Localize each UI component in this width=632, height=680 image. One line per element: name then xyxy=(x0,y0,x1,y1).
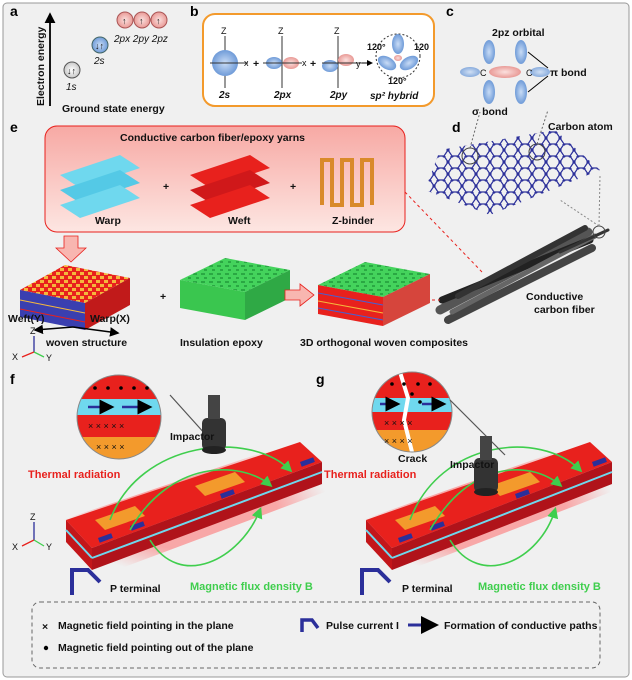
svg-text:↑: ↑ xyxy=(156,16,161,26)
e-zbinder: Z-binder xyxy=(332,215,374,227)
a-1s: 1s xyxy=(66,82,77,93)
e-fiber-line2: carbon fiber xyxy=(534,304,595,316)
panel-b: b Z x 2s + Z x 2px + Z y 2py 120° 120 xyxy=(190,3,435,107)
e-weft-y: Weft(Y) xyxy=(8,313,45,325)
svg-text:↑: ↑ xyxy=(139,16,144,26)
panel-f: f × × × × × xyxy=(10,371,330,595)
svg-text:Z: Z xyxy=(334,26,340,36)
e-weft: Weft xyxy=(228,215,251,227)
legend-pulse: Pulse current I xyxy=(326,620,399,632)
g-crack: Crack xyxy=(398,453,427,465)
svg-text:+: + xyxy=(290,181,296,193)
label-c: c xyxy=(446,3,454,19)
c-pi-bond: π bond xyxy=(550,67,587,79)
woven-structure-block xyxy=(19,265,130,330)
b-2s: 2s xyxy=(218,90,231,101)
svg-text:C: C xyxy=(526,68,533,78)
legend-out: Magnetic field pointing out of the plane xyxy=(58,642,254,654)
a-ground-state: Ground state energy xyxy=(62,103,165,115)
svg-text:↓↑: ↓↑ xyxy=(95,41,104,51)
label-g: g xyxy=(316,371,325,387)
legend-into: Magnetic field pointing in the plane xyxy=(58,620,234,632)
c-orbital-label: 2pz orbital xyxy=(492,27,545,39)
e-title: Conductive carbon fiber/epoxy yarns xyxy=(120,132,305,144)
svg-text:X: X xyxy=(12,352,18,362)
svg-text:+: + xyxy=(310,58,316,70)
warp-yarns xyxy=(60,155,140,218)
b-2py: 2py xyxy=(329,90,348,101)
g-terminal: P terminal xyxy=(402,583,453,595)
svg-text:x: x xyxy=(302,58,307,68)
f-impactor: Impactor xyxy=(170,431,214,443)
panel-g: g × × × × × × × × xyxy=(316,371,616,595)
svg-text:+: + xyxy=(160,291,166,303)
g-dots xyxy=(390,382,432,404)
f-thermal: Thermal radiation xyxy=(28,469,121,481)
g-impactor: Impactor xyxy=(450,459,494,471)
svg-text:120°: 120° xyxy=(388,76,407,86)
panel-c: c 2pz orbital C C π bond σ bond xyxy=(446,3,587,118)
svg-text:X: X xyxy=(12,542,18,552)
panel-a: a Electron energy ↓↑ 1s ↓↑ 2s ↑ ↑ ↑ 2px 2p… xyxy=(10,3,168,115)
svg-text:↑: ↑ xyxy=(122,16,127,26)
b-hybrid: sp² hybrid xyxy=(370,91,419,102)
svg-text:Z: Z xyxy=(221,26,227,36)
svg-text:× × × × ×: × × × × × xyxy=(88,421,124,431)
label-a: a xyxy=(10,3,18,19)
carbon-fiber-bundle xyxy=(435,225,610,324)
axes-e: Z X Y xyxy=(12,326,52,363)
a-2p: 2px 2py 2pz xyxy=(113,34,168,45)
label-d: d xyxy=(452,119,461,135)
d-carbon-atom-1: Carbon atom xyxy=(548,121,613,133)
c-sigma-bond: σ bond xyxy=(472,106,508,118)
svg-text:C: C xyxy=(480,68,487,78)
a-y-axis-label: Electron energy xyxy=(35,26,47,106)
svg-text:120: 120 xyxy=(414,42,429,52)
g-thermal: Thermal radiation xyxy=(324,469,417,481)
e-composite: 3D orthogonal woven composites xyxy=(300,337,468,349)
svg-text:Z: Z xyxy=(30,326,36,336)
composite-block xyxy=(317,262,430,326)
e-warp-x: Warp(X) xyxy=(90,313,130,325)
svg-text:×: × xyxy=(42,621,48,633)
svg-text:y: y xyxy=(356,59,361,69)
panel-e: e Conductive carbon fiber/epoxy yarns Wa… xyxy=(8,119,610,363)
weft-yarns xyxy=(190,155,270,218)
svg-text:Z: Z xyxy=(278,26,284,36)
a-2s: 2s xyxy=(93,56,105,67)
f-dots xyxy=(93,386,149,390)
label-e: e xyxy=(10,119,18,135)
svg-text:↓↑: ↓↑ xyxy=(67,66,76,76)
svg-text:+: + xyxy=(253,58,259,70)
insulation-epoxy-block xyxy=(180,258,290,320)
axes-f: Z X Y xyxy=(12,512,52,552)
e-insulation: Insulation epoxy xyxy=(180,337,263,349)
label-b: b xyxy=(190,3,199,19)
svg-text:× × × ×: × × × × xyxy=(384,436,413,446)
e-fiber-line1: Conductive xyxy=(526,291,583,303)
svg-text:Y: Y xyxy=(46,542,52,552)
b-2px: 2px xyxy=(273,90,292,101)
svg-text:x: x xyxy=(244,58,249,68)
svg-text:+: + xyxy=(163,181,169,193)
svg-text:× × × ×: × × × × xyxy=(384,418,413,428)
f-terminal: P terminal xyxy=(110,583,161,595)
panel-d: d Carbon atom xyxy=(425,109,613,215)
svg-text:Z: Z xyxy=(30,512,36,522)
g-flux: Magnetic flux density B xyxy=(478,581,601,593)
svg-text:120°: 120° xyxy=(367,42,386,52)
svg-text:Y: Y xyxy=(46,353,52,363)
svg-text:× × × ×: × × × × xyxy=(96,442,125,452)
label-f: f xyxy=(10,371,15,387)
f-flux: Magnetic flux density B xyxy=(190,581,313,593)
legend-paths: Formation of conductive paths xyxy=(444,620,598,632)
e-woven: woven structure xyxy=(45,337,127,349)
e-warp: Warp xyxy=(95,215,121,227)
legend: × Magnetic field pointing in the plane P… xyxy=(31,601,601,669)
